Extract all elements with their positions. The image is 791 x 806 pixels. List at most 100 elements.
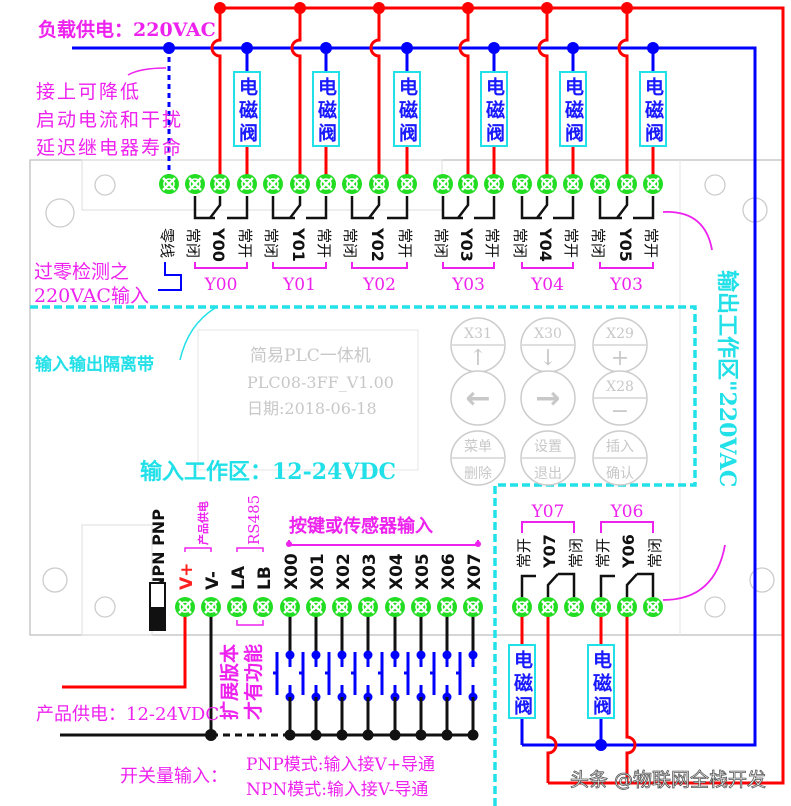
relay-no-contact	[474, 196, 496, 220]
output-zone-pointer	[662, 211, 713, 251]
terminal-ring	[336, 601, 348, 613]
terminal-ring	[647, 178, 659, 190]
terminal-ring	[346, 178, 358, 190]
relay-common-contact	[457, 196, 470, 219]
relay-no-contact	[520, 574, 536, 597]
bus-junction-dot	[415, 729, 427, 741]
live-junction-dot	[462, 2, 474, 14]
mode-switch-label: NPN PNP	[149, 509, 168, 590]
relay-group-bracket	[272, 262, 327, 269]
terminal-ring	[441, 601, 453, 613]
isolation-band-label: 输入输出隔离带	[35, 354, 154, 375]
relay-terminal-label: Y06	[619, 534, 638, 569]
relay-nc-contact	[637, 572, 655, 597]
relay-common-contact	[536, 196, 549, 219]
solenoid-valve-box	[480, 71, 508, 147]
bus-junction-dot	[310, 729, 322, 741]
zero-detect-note: 220VAC输入	[34, 285, 149, 307]
solenoid-valve-label: 电磁阀	[590, 649, 612, 719]
terminal-ring	[389, 601, 401, 613]
terminal-ring	[284, 601, 296, 613]
rs485-bracket	[236, 547, 264, 552]
live-drop-wire	[210, 8, 222, 184]
solenoid-valve-label: 电磁阀	[396, 76, 418, 146]
input-terminal-label: X04	[387, 553, 407, 590]
terminal-ring	[488, 178, 500, 190]
solenoid-valve-label: 电磁阀	[511, 649, 533, 719]
keypad-bottom-label: ↓	[539, 346, 557, 371]
keypad-arrow-label: ←	[465, 381, 490, 416]
solenoid-valve-label: 电磁阀	[315, 76, 337, 146]
input-terminal-label: X01	[308, 553, 328, 590]
nc-terminal-label: 常闭	[341, 228, 359, 258]
terminal-ring	[595, 601, 607, 613]
solenoid-valve-box	[508, 644, 536, 719]
keypad-bottom-label: 退出	[534, 466, 562, 482]
relay-no-contact	[306, 196, 328, 220]
live-junction-dot	[373, 2, 385, 14]
terminal-ring	[179, 601, 191, 613]
terminal-ring	[362, 601, 374, 613]
solenoid-valve-label: 电磁阀	[562, 76, 584, 146]
mounting-hole	[749, 567, 775, 593]
nc-terminal-label: 常闭	[262, 228, 280, 258]
neutral-junction-dot	[163, 42, 175, 54]
mounting-hole	[704, 596, 726, 618]
no-terminal-label: 常开	[396, 228, 414, 258]
relay-terminal-label: Y07	[540, 534, 559, 569]
rs485-bracket	[236, 620, 264, 626]
terminal-ring	[373, 178, 385, 190]
device-date: 日期:2018-06-18	[247, 399, 377, 418]
terminal-ring	[621, 178, 633, 190]
terminal-ring	[542, 601, 554, 613]
relay-terminal-label: Y01	[289, 227, 308, 262]
relay-terminal-label: Y00	[209, 227, 228, 262]
bus-junction-dot	[467, 729, 479, 741]
relay-group-label: Y00	[204, 275, 238, 295]
terminal-ring	[401, 178, 413, 190]
bus-junction-dot	[441, 729, 453, 741]
relay-terminal-label: Y04	[536, 227, 555, 262]
device-model: PLC08-3FF_V1.00	[247, 373, 394, 392]
power-terminal-label: V+	[177, 563, 197, 590]
snubber-note: 接上可降低	[36, 81, 141, 103]
keypad-bottom-label: −	[611, 399, 629, 424]
relay-common-contact	[625, 573, 638, 597]
live-junction-dot	[214, 2, 226, 14]
relay-no-contact	[599, 574, 615, 597]
switch-input-label: 开关量输入：	[120, 766, 228, 787]
relay-no-contact	[387, 196, 409, 220]
relay-group-label: Y06	[610, 502, 644, 522]
terminal-ring	[310, 601, 322, 613]
switch-contact-dot	[390, 650, 400, 660]
isolation-band-line	[30, 305, 697, 806]
input-zone-label: 输入工作区：12-24VDC	[140, 459, 396, 485]
output-zone-pointer	[662, 544, 726, 601]
relay-terminal-label: Y03	[457, 227, 476, 262]
relay-no-contact	[227, 196, 249, 220]
no-terminal-label: 常开	[315, 228, 333, 258]
solenoid-valve-label: 电磁阀	[642, 76, 664, 146]
solenoid-valve-box	[639, 71, 667, 147]
snubber-note: 启动电流和干扰	[36, 109, 183, 131]
relay-terminal-label: Y05	[616, 227, 635, 262]
keypad-button	[520, 370, 576, 426]
terminal-ring	[516, 178, 528, 190]
keypad-top-label: X28	[606, 379, 634, 395]
input-terminal-label: X02	[334, 553, 354, 590]
keypad-bottom-label: +	[611, 346, 629, 371]
no-terminal-label: 常开	[594, 538, 612, 568]
relay-group-label: Y03	[609, 275, 643, 295]
neutral-junction-dot	[488, 42, 500, 54]
device-name: 简易PLC一体机	[250, 346, 371, 366]
switch-contact-dot	[337, 650, 347, 660]
relay-group-bracket	[521, 262, 574, 269]
relay-group-bracket	[521, 521, 575, 533]
relay-nc-contact	[558, 572, 576, 597]
relay-group-bracket	[194, 262, 248, 269]
mounting-hole	[94, 596, 116, 618]
nc-terminal-label: 常闭	[184, 228, 202, 258]
relay-nc-contact	[598, 196, 622, 220]
relay-group-label: Y07	[531, 502, 565, 522]
input-terminal-label: X06	[439, 553, 459, 590]
